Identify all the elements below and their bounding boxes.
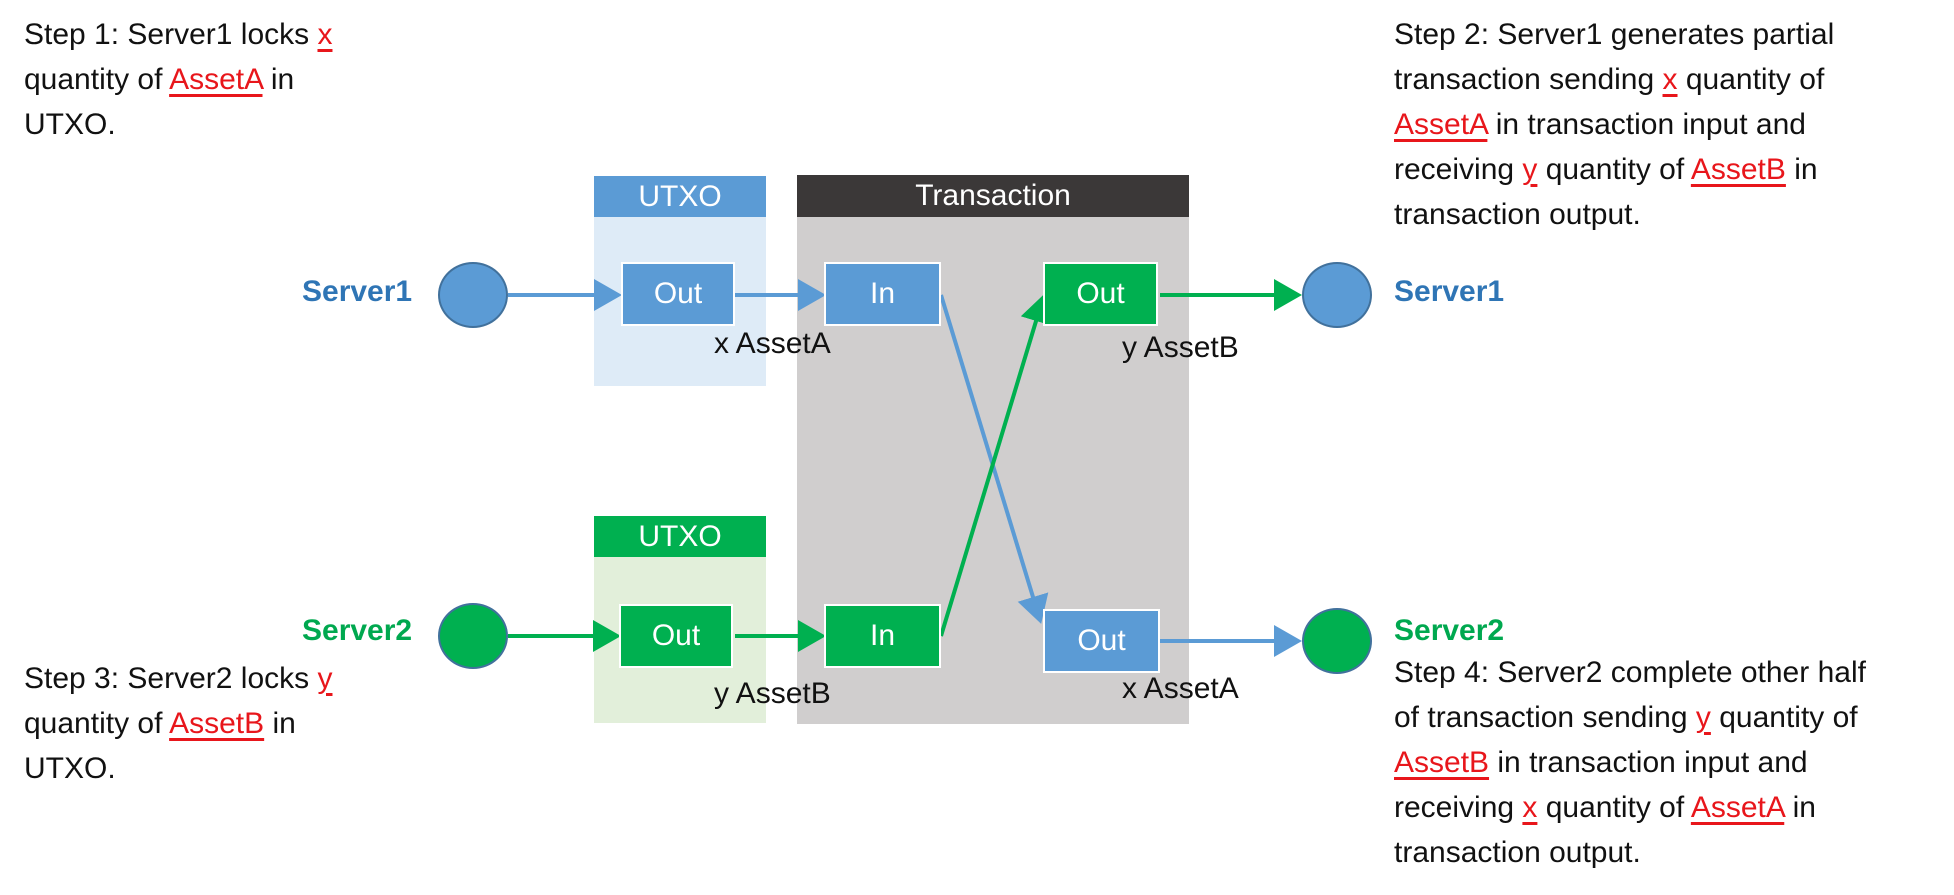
- step1-heading: Step 1:: [24, 18, 120, 51]
- server2-right-label: Server2: [1394, 614, 1505, 647]
- out2-asset-label: x AssetA: [1122, 672, 1239, 705]
- var-x: x: [317, 18, 333, 51]
- step2-text: Step 2: Server1 generates partial transa…: [1394, 18, 1835, 231]
- transaction-header: Transaction: [797, 175, 1189, 217]
- arrow-in1-to-out2: [939, 294, 1049, 624]
- utxo2-asset-label: y AssetB: [714, 677, 831, 710]
- tx-out2-box: Out: [1043, 609, 1160, 673]
- utxo-bottom-header: UTXO: [594, 516, 766, 557]
- tx-out1-box: Out: [1043, 262, 1158, 326]
- step4-heading: Step 4:: [1394, 656, 1490, 689]
- server2-left-node: [438, 603, 508, 669]
- server1-left-node: [438, 262, 508, 328]
- server2-right-node: [1302, 608, 1372, 674]
- server1-right-node: [1302, 262, 1372, 328]
- out1-asset-label: y AssetB: [1122, 331, 1239, 364]
- utxo1-asset-label: x AssetA: [714, 327, 831, 360]
- utxo-top-header: UTXO: [594, 176, 766, 217]
- step1-text: Step 1: Server1 locks x quantity of Asse…: [24, 18, 333, 141]
- utxo2-out-box: Out: [619, 604, 733, 668]
- tx-in1-box: In: [824, 262, 941, 326]
- arrow-in2-to-out1: [939, 294, 1052, 637]
- server1-right-label: Server1: [1394, 275, 1505, 308]
- step3-text: Step 3: Server2 locks y quantity of Asse…: [24, 662, 333, 785]
- server1-left-label: Server1: [302, 275, 413, 308]
- utxo1-out-box: Out: [621, 262, 735, 326]
- step3-heading: Step 3:: [24, 662, 120, 695]
- asset-a: AssetA: [169, 63, 263, 96]
- tx-in2-box: In: [824, 604, 941, 668]
- step2-heading: Step 2:: [1394, 18, 1490, 51]
- server2-left-label: Server2: [302, 614, 413, 647]
- step4-text: Step 4: Server2 complete other half of t…: [1394, 656, 1866, 869]
